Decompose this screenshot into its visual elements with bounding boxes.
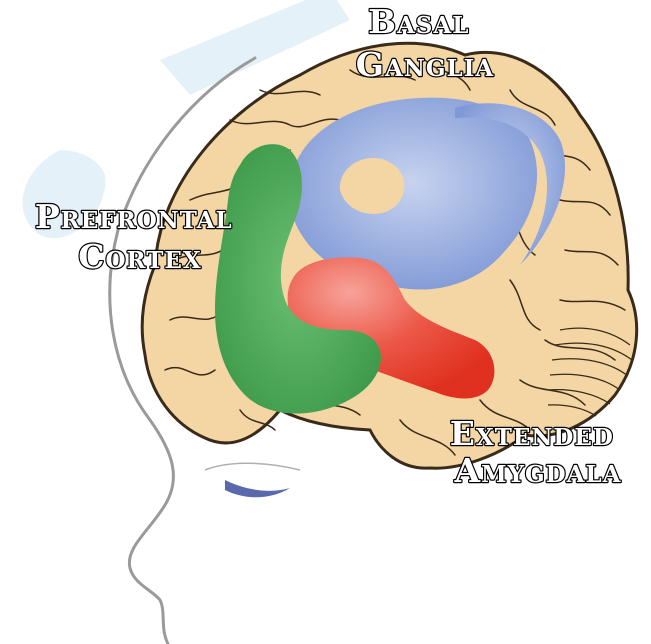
basal-ganglia-label-line-1: Basal xyxy=(368,2,469,41)
eyebrow-line xyxy=(205,463,300,470)
extended-amygdala-label-line-1: Extended xyxy=(450,414,614,453)
extended-amygdala-label: Extended Amygdala xyxy=(450,414,627,490)
basal-ganglia-label-line-2: Ganglia xyxy=(356,45,495,84)
prefrontal-cortex-label-line-1: Prefrontal xyxy=(35,197,233,236)
eye-shadow xyxy=(225,480,290,497)
extended-amygdala-label-line-2: Amygdala xyxy=(454,451,622,490)
prefrontal-cortex-label-line-2: Cortex xyxy=(78,237,202,276)
